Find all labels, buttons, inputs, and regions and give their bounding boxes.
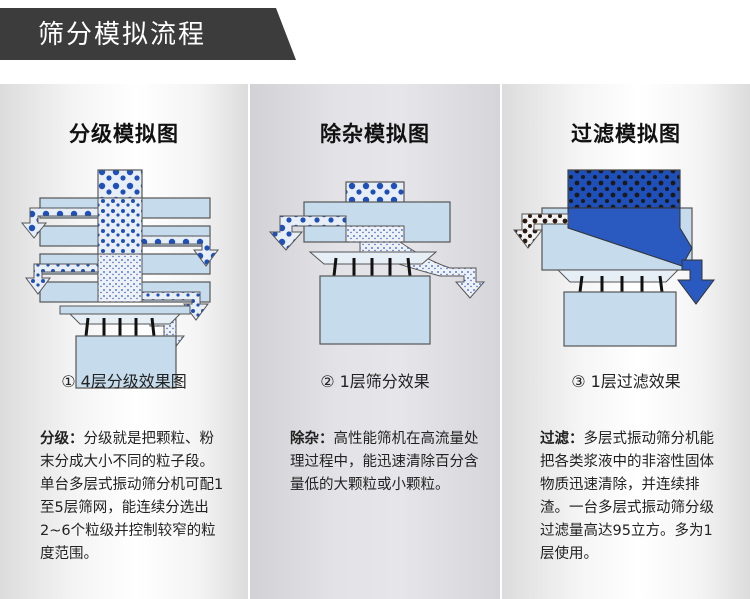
panel-caption: ② 1层筛分效果 — [320, 372, 430, 391]
header-tab: 筛分模拟流程 — [0, 8, 300, 60]
desc-label: 过滤： — [540, 431, 584, 447]
impurity-panel: 除杂模拟图 — [250, 84, 500, 599]
desc-text: 多层式振动筛分机能把各类浆液中的非溶性固体物质迅速清除，并连续排渣。一台多层式振… — [540, 431, 714, 562]
desc-text: 高性能筛机在高流量处理过程中，能迅速清除百分含量低的大颗粒或小颗粒。 — [290, 431, 479, 493]
desc-label: 除杂： — [290, 431, 334, 447]
panel-title: 分级模拟图 — [69, 122, 179, 146]
filtration-diagram — [502, 168, 750, 408]
desc-label: 分级： — [40, 431, 84, 447]
panel-description: 分级：分级就是把颗粒、粉末分成大小不同的粒子段。单台多层式振动筛分机可配1至5层… — [40, 428, 226, 566]
panel-description: 除杂：高性能筛机在高流量处理过程中，能迅速清除百分含量低的大颗粒或小颗粒。 — [290, 428, 480, 497]
multi-layer-grading-diagram — [0, 168, 248, 408]
filtration-diagram-svg — [512, 169, 715, 347]
panel-title: 过滤模拟图 — [571, 122, 681, 146]
grading-diagram-svg — [20, 169, 219, 389]
impurity-diagram-svg — [268, 181, 486, 345]
panel-caption: ③ 1层过滤效果 — [571, 372, 681, 391]
desc-text: 分级就是把颗粒、粉末分成大小不同的粒子段。单台多层式振动筛分机可配1至5层筛网，… — [40, 431, 224, 562]
filtration-panel: 过滤模拟图 — [502, 84, 750, 599]
panel-caption: ① 4层分级效果图 — [61, 372, 187, 391]
header-bar: 筛分模拟流程 — [0, 0, 750, 62]
impurity-removal-diagram — [250, 168, 500, 408]
grading-panel: 分级模拟图 — [0, 84, 248, 599]
panel-title: 除杂模拟图 — [320, 122, 430, 146]
page-title: 筛分模拟流程 — [38, 20, 207, 50]
header-tab-shape — [0, 8, 296, 60]
panel-description: 过滤：多层式振动筛分机能把各类浆液中的非溶性固体物质迅速清除，并连续排渣。一台多… — [540, 428, 726, 566]
